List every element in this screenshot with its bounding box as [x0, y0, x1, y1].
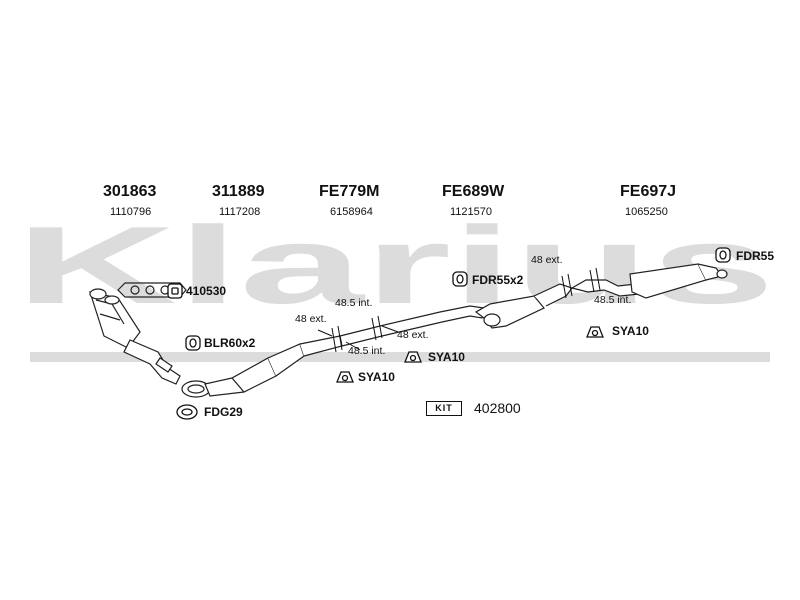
part-ref-4: 1121570 [450, 206, 493, 218]
measurement-4: 48.5 int. [348, 345, 386, 357]
part-ref-1: 1110796 [110, 206, 152, 218]
part-code-3: FE779M [319, 183, 380, 200]
fitting-label-sya-a: SYA10 [358, 370, 395, 384]
measurement-2: 48 ext. [295, 313, 327, 325]
mount-fdr55x2-icon [452, 271, 468, 287]
watermark-underline [30, 352, 770, 362]
fitting-label-sya-c: SYA10 [612, 324, 649, 338]
gasket-fdg-icon [176, 404, 198, 420]
measurement-1: 48.5 int. [335, 297, 373, 309]
fitting-label-sya-b: SYA10 [428, 350, 465, 364]
mount-fdr55-icon [715, 247, 731, 263]
mount-410530-icon [167, 283, 183, 299]
mount-sya-c-icon [586, 326, 604, 338]
measurement-5: 48 ext. [531, 254, 563, 266]
part-ref-3: 6158964 [330, 206, 373, 218]
fitting-label-fdr55x2: FDR55x2 [472, 273, 524, 287]
watermark-logo: Klarius [15, 204, 775, 327]
pipe-joint-markers [317, 315, 399, 353]
mount-blr-icon [185, 335, 201, 351]
fitting-label-blr: BLR60x2 [204, 336, 256, 350]
fitting-label-fdg: FDG29 [204, 405, 243, 419]
part-code-1: 301863 [103, 183, 157, 200]
rear-silencer [570, 263, 728, 299]
measurement-3: 48 ext. [397, 329, 429, 341]
exhaust-manifold [89, 288, 141, 349]
part-ref-5: 1065250 [625, 206, 668, 218]
fitting-label-410530: 410530 [186, 284, 227, 298]
intermediate-pipe [339, 305, 485, 347]
part-code-2: 311889 [212, 183, 265, 200]
catalytic-converter [204, 335, 343, 397]
kit-badge: KIT [426, 401, 462, 416]
mount-sya-b-icon [404, 351, 422, 363]
rear-joint-markers [589, 267, 601, 293]
mount-sya-a-icon [336, 371, 354, 383]
measurement-6: 48.5 int. [594, 294, 632, 306]
mount-icons [167, 247, 731, 420]
kit-number: 402800 [474, 400, 521, 416]
part-code-5: FE697J [620, 183, 677, 200]
centre-joint-markers [561, 273, 573, 299]
part-ref-2: 1117208 [219, 206, 261, 218]
front-downpipe [123, 339, 211, 398]
part-code-4: FE689W [442, 183, 505, 200]
fitting-label-fdr55: FDR55 [736, 249, 775, 263]
